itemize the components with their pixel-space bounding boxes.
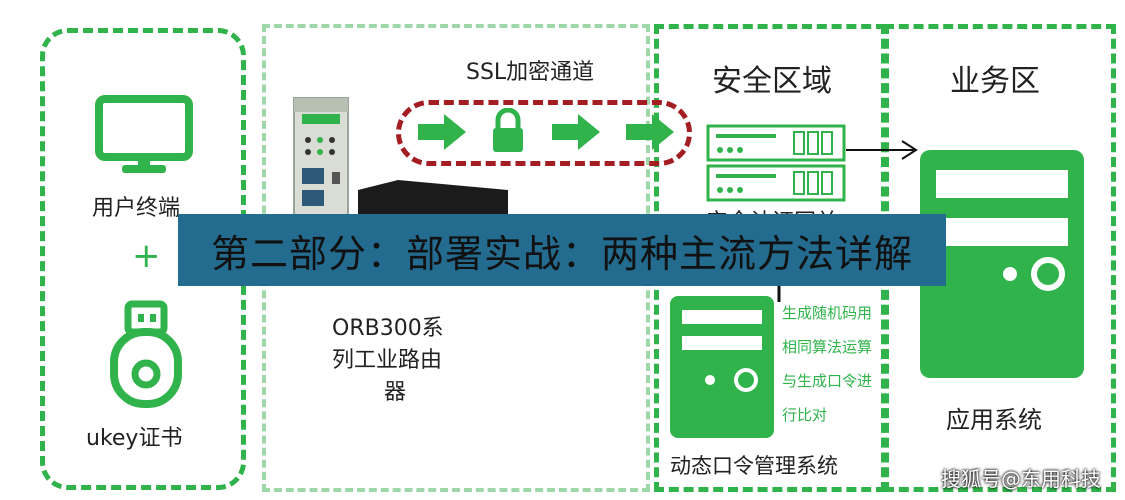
router-label-line-2: 列工业路由 <box>332 348 443 373</box>
watermark-text: 搜狐号@东用科技 <box>941 467 1101 491</box>
business-zone-title: 业务区 <box>950 64 1040 99</box>
ssl-tunnel-outline <box>396 100 692 166</box>
monitor-icon <box>95 95 193 173</box>
ukey-icon <box>110 300 182 408</box>
section-title-banner: 第二部分：部署实战：两种主流方法详解 <box>178 214 946 286</box>
link-line <box>777 286 781 302</box>
secure-zone-title: 安全区域 <box>712 64 832 99</box>
app-system-label: 应用系统 <box>946 406 1042 434</box>
arrow-right-icon <box>846 140 918 160</box>
app-server-icon <box>920 150 1084 378</box>
otp-step-3: 与生成口令进 <box>782 372 873 390</box>
router-device-icon <box>293 97 508 220</box>
ukey-label: ukey证书 <box>86 426 183 451</box>
ssl-tunnel-label: SSL加密通道 <box>466 60 595 85</box>
otp-step-1: 生成随机码用 <box>782 304 873 322</box>
tunnel-arrow-icon <box>418 114 466 150</box>
user-terminal-label: 用户终端 <box>92 196 181 221</box>
plus-sign: + <box>132 236 161 276</box>
tunnel-arrow-icon <box>552 114 600 150</box>
otp-system-label: 动态口令管理系统 <box>670 454 838 478</box>
router-label-line-3: 器 <box>384 380 407 405</box>
lock-icon <box>493 108 523 152</box>
otp-step-4: 行比对 <box>782 406 828 424</box>
tunnel-arrow-icon <box>626 114 674 150</box>
router-label-line-1: ORB300系 <box>332 316 444 341</box>
otp-steps: 生成随机码用 相同算法运算 与生成口令进 行比对 <box>782 296 872 432</box>
otp-server-icon <box>670 296 774 438</box>
otp-step-2: 相同算法运算 <box>782 338 873 356</box>
gateway-server-icon <box>706 124 846 202</box>
banner-title: 第二部分：部署实战：两种主流方法详解 <box>210 231 913 276</box>
